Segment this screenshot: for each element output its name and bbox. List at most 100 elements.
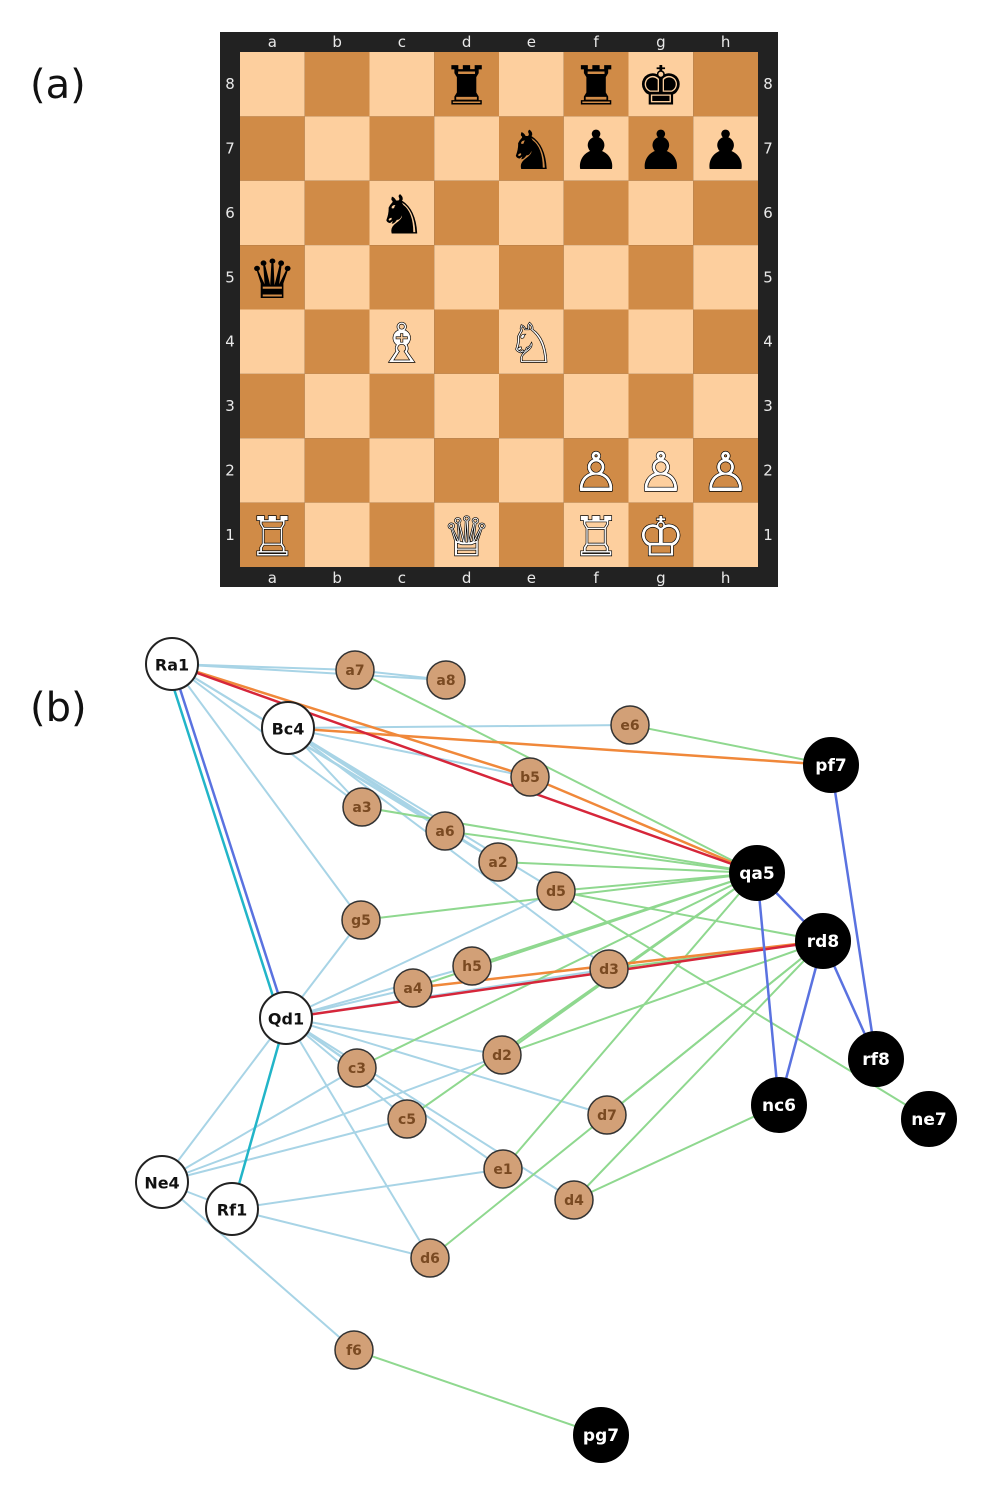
black-pawn-f7: ♟ (572, 119, 620, 182)
square-e1 (499, 502, 564, 567)
node-pf7: pf7 (803, 737, 859, 793)
node-rf8: rf8 (848, 1031, 904, 1087)
node-label: g5 (351, 913, 371, 929)
white-rook-f1: ♖ (572, 505, 620, 568)
rank-label-left: 6 (225, 204, 235, 222)
node-a3: a3 (342, 787, 382, 827)
edge-Ra1-g5 (171, 663, 362, 921)
node-d7: d7 (587, 1095, 627, 1135)
black-knight-e7: ♞ (507, 119, 555, 182)
square-c7 (369, 116, 435, 181)
square-a2 (240, 438, 305, 503)
square-b2 (304, 438, 370, 503)
edge-Qd1-d2 (285, 1017, 503, 1056)
edge-Qd1-d5 (285, 890, 557, 1019)
square-c3 (369, 373, 435, 439)
square-e4 (499, 309, 564, 374)
node-label: Rf1 (217, 1201, 247, 1220)
edge-qa5-a7 (354, 669, 758, 874)
edge-Ra1-b5 (170, 662, 532, 779)
rank-label-right: 3 (763, 397, 773, 415)
rank-label-right: 7 (763, 140, 773, 158)
edge-nc6-d4 (573, 1104, 780, 1201)
edge-Ne4-c5 (161, 1118, 408, 1183)
edge-Qd1-Rf1 (230, 1016, 288, 1211)
node-c5: c5 (387, 1099, 427, 1139)
node-label: a7 (345, 663, 364, 679)
white-bishop-c4: ♗ (378, 312, 426, 375)
node-label: rf8 (862, 1050, 890, 1070)
edge-Ra1-Qd1 (164, 662, 282, 1020)
square-c6 (369, 180, 435, 246)
black-king-g8: ♚ (637, 55, 685, 118)
square-g4 (628, 309, 694, 374)
node-h5: h5 (452, 946, 492, 986)
square-d8 (434, 52, 499, 117)
node-d4: d4 (554, 1180, 594, 1220)
node-label: f6 (346, 1343, 362, 1359)
node-d3: d3 (589, 949, 629, 989)
square-f2 (563, 438, 629, 503)
node-label: a6 (435, 824, 454, 840)
edge-rd8-d5 (555, 890, 824, 942)
edge-qa5-c5 (406, 872, 758, 1120)
black-pawn-h7: ♟ (701, 119, 749, 182)
edge-Bc4-b5 (287, 727, 531, 778)
node-label: e6 (620, 718, 639, 734)
edge-rd8-d2 (501, 940, 824, 1056)
square-h4 (693, 309, 758, 374)
node-label: rd8 (807, 932, 839, 952)
square-f6 (563, 180, 629, 246)
file-label-bottom: f (593, 569, 599, 587)
node-c3: c3 (337, 1048, 377, 1088)
square-c1 (369, 502, 435, 567)
square-a1 (240, 502, 305, 567)
rank-label-right: 2 (763, 461, 773, 479)
file-label-top: c (398, 33, 406, 51)
edge-pf7-e6 (629, 724, 832, 766)
node-label: c3 (348, 1061, 366, 1077)
edge-Ra1-a8 (171, 663, 447, 681)
black-pawn-g7: ♟ (637, 119, 685, 182)
node-label: d4 (564, 1193, 584, 1209)
square-d5 (434, 245, 499, 310)
node-pg7: pg7 (573, 1407, 629, 1463)
edge-qa5-nc6 (755, 871, 781, 1107)
square-h2 (693, 438, 758, 503)
square-b3 (304, 373, 370, 439)
square-h7 (693, 116, 758, 181)
edge-rd8-nc6 (777, 939, 825, 1107)
node-ne7: ne7 (901, 1091, 957, 1147)
square-e5 (499, 245, 564, 310)
edge-Qd1-d7 (285, 1017, 608, 1116)
node-g5: g5 (341, 900, 381, 940)
square-b6 (304, 180, 370, 246)
node-label: e1 (493, 1162, 512, 1178)
node-e6: e6 (610, 705, 650, 745)
node-label: d6 (420, 1251, 440, 1267)
rank-label-right: 6 (763, 204, 773, 222)
node-a8: a8 (426, 660, 466, 700)
square-f3 (563, 373, 629, 439)
node-label: d3 (599, 962, 619, 978)
file-label-bottom: d (462, 569, 472, 587)
square-e6 (499, 180, 564, 246)
file-label-top: b (332, 33, 342, 51)
square-f5 (563, 245, 629, 310)
black-queen-a5: ♛ (248, 248, 296, 311)
rank-label-left: 8 (225, 75, 235, 93)
edge-Qd1-d6 (285, 1017, 431, 1259)
file-label-top: e (527, 33, 536, 51)
edge-Ra1-Qd1 (170, 662, 288, 1020)
node-label: c5 (398, 1112, 416, 1128)
square-g3 (628, 373, 694, 439)
node-label: h5 (462, 959, 482, 975)
edge-qa5-e1 (502, 872, 758, 1170)
white-knight-e4: ♘ (507, 312, 555, 375)
file-label-bottom: c (398, 569, 406, 587)
edge-Ra1-qa5 (170, 662, 759, 875)
rank-label-right: 1 (763, 526, 773, 544)
square-c4 (369, 309, 435, 374)
edge-Qd1-Ne4 (161, 1017, 287, 1183)
